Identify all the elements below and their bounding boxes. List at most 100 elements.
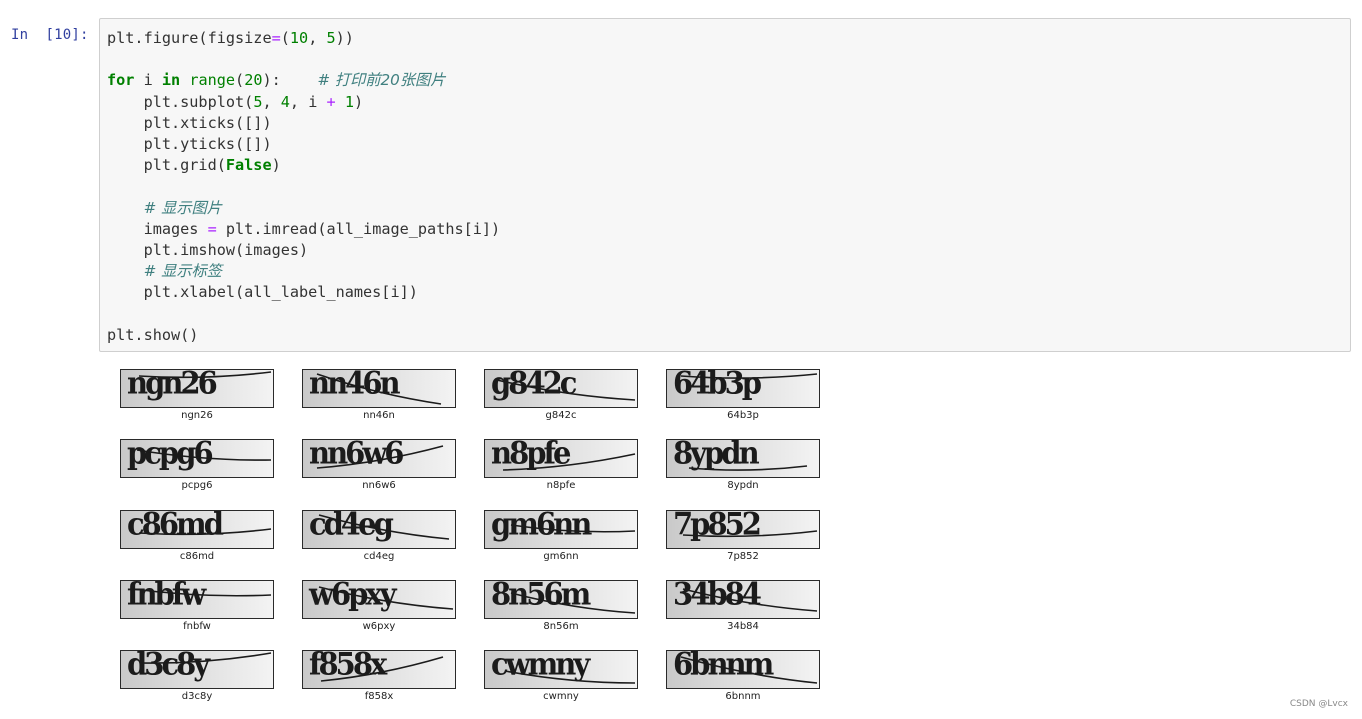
subplot-xlabel: 8ypdn: [727, 480, 759, 491]
captcha-image: gm6nn: [484, 510, 638, 549]
subplot-xlabel: c86md: [179, 551, 215, 562]
captcha-text: fnbfw: [127, 580, 206, 612]
subplot-xlabel: n8pfe: [546, 480, 576, 491]
captcha-noise-line: [510, 524, 636, 533]
captcha-image: fnbfw: [120, 580, 274, 619]
captcha-noise-line: [140, 652, 272, 664]
subplot-xlabel: 64b3p: [727, 410, 759, 421]
subplot: f858x f858x: [302, 650, 456, 704]
subplot: c86md c86md: [120, 510, 274, 564]
captcha-image: nn6w6: [302, 439, 456, 478]
subplot: gm6nn gm6nn: [484, 510, 638, 564]
code-line-15: plt.show(): [107, 325, 199, 344]
captcha-noise-line: [136, 449, 272, 461]
captcha-text: 6bnnm: [673, 650, 774, 682]
captcha-image: g842c: [484, 369, 638, 408]
captcha-image: nn46n: [302, 369, 456, 408]
captcha-image: f858x: [302, 650, 456, 689]
captcha-noise-line: [138, 371, 272, 379]
watermark: CSDN @Lvcx: [1289, 699, 1348, 709]
captcha-noise-line: [680, 656, 818, 684]
captcha-noise-line: [680, 373, 818, 379]
subplot-xlabel: 8n56m: [543, 621, 579, 632]
code-line-11: plt.imshow(images): [107, 241, 309, 260]
subplot: n8pfe n8pfe: [484, 439, 638, 493]
code-line-4: plt.subplot(5, 4, i + 1): [107, 92, 364, 111]
captcha-text: gm6nn: [491, 510, 592, 542]
subplot-xlabel: nn6w6: [362, 480, 396, 491]
captcha-image: c86md: [120, 510, 274, 549]
captcha-image: pcpg6: [120, 439, 274, 478]
captcha-noise-line: [318, 514, 450, 540]
subplot: 64b3p 64b3p: [666, 369, 820, 423]
captcha-text: g842c: [491, 369, 578, 401]
captcha-noise-line: [318, 586, 454, 610]
captcha-noise-line: [496, 379, 636, 401]
subplot: ngn26 ngn26: [120, 369, 274, 423]
captcha-image: 34b84: [666, 580, 820, 619]
subplot-xlabel: 7p852: [727, 551, 759, 562]
code-line-5: plt.xticks([]): [107, 113, 272, 132]
captcha-image: cwmny: [484, 650, 638, 689]
subplot: cwmny cwmny: [484, 650, 638, 704]
captcha-image: 7p852: [666, 510, 820, 549]
subplot: 34b84 34b84: [666, 580, 820, 634]
code-line-3: for i in range(20): # 打印前20张图片: [107, 71, 446, 90]
subplot-xlabel: 34b84: [727, 621, 759, 632]
captcha-image: cd4eg: [302, 510, 456, 549]
subplot: 8n56m 8n56m: [484, 580, 638, 634]
cell-prompt: In [10]:: [11, 27, 89, 43]
captcha-image: 6bnnm: [666, 650, 820, 689]
captcha-noise-line: [688, 465, 808, 471]
subplot: nn6w6 nn6w6: [302, 439, 456, 493]
code-line-13: plt.xlabel(all_label_names[i]): [107, 283, 418, 302]
code-cell[interactable]: plt.figure(figsize=(10, 5)) for i in ran…: [99, 18, 1351, 352]
captcha-noise-line: [320, 656, 444, 682]
code-line-1: plt.figure(figsize=(10, 5)): [107, 29, 354, 47]
subplot-xlabel: w6pxy: [362, 621, 396, 632]
captcha-noise-line: [138, 528, 272, 536]
subplot-xlabel: nn46n: [363, 410, 395, 421]
code-line-10: images = plt.imread(all_image_paths[i]): [107, 219, 501, 238]
subplot-xlabel: 6bnnm: [725, 691, 761, 702]
code-editor[interactable]: plt.figure(figsize=(10, 5)) for i in ran…: [107, 28, 500, 346]
subplot: fnbfw fnbfw: [120, 580, 274, 634]
subplot-xlabel: pcpg6: [181, 480, 213, 491]
captcha-image: 8n56m: [484, 580, 638, 619]
subplot-xlabel: f858x: [364, 691, 394, 702]
subplot-xlabel: d3c8y: [181, 691, 213, 702]
captcha-text: f858x: [309, 650, 387, 682]
captcha-noise-line: [504, 670, 636, 684]
subplot-xlabel: ngn26: [181, 410, 213, 421]
code-line-12: # 显示标签: [143, 262, 222, 281]
captcha-noise-line: [502, 453, 636, 471]
captcha-noise-line: [682, 588, 818, 612]
code-line-6: plt.yticks([]): [107, 135, 272, 154]
captcha-noise-line: [510, 592, 636, 614]
captcha-image: ngn26: [120, 369, 274, 408]
subplot-xlabel: fnbfw: [183, 621, 211, 632]
captcha-noise-line: [682, 530, 818, 538]
subplot-xlabel: cd4eg: [363, 551, 395, 562]
captcha-text: w6pxy: [309, 580, 397, 612]
captcha-image: n8pfe: [484, 439, 638, 478]
subplot: 7p852 7p852: [666, 510, 820, 564]
captcha-image: 8ypdn: [666, 439, 820, 478]
subplot: g842c g842c: [484, 369, 638, 423]
subplot: 6bnnm 6bnnm: [666, 650, 820, 704]
captcha-text: d3c8y: [127, 650, 210, 682]
subplot-xlabel: g842c: [545, 410, 577, 421]
captcha-text: c86md: [127, 510, 224, 542]
subplot: w6pxy w6pxy: [302, 580, 456, 634]
captcha-text: 64b3p: [673, 369, 762, 401]
subplot: nn46n nn46n: [302, 369, 456, 423]
subplot: pcpg6 pcpg6: [120, 439, 274, 493]
code-line-9: # 显示图片: [143, 198, 222, 217]
subplot-xlabel: gm6nn: [543, 551, 579, 562]
code-line-7: plt.grid(False): [107, 156, 281, 175]
captcha-text: nn6w6: [309, 439, 404, 471]
subplot-xlabel: cwmny: [543, 691, 579, 702]
captcha-noise-line: [316, 373, 442, 405]
subplot: d3c8y d3c8y: [120, 650, 274, 704]
